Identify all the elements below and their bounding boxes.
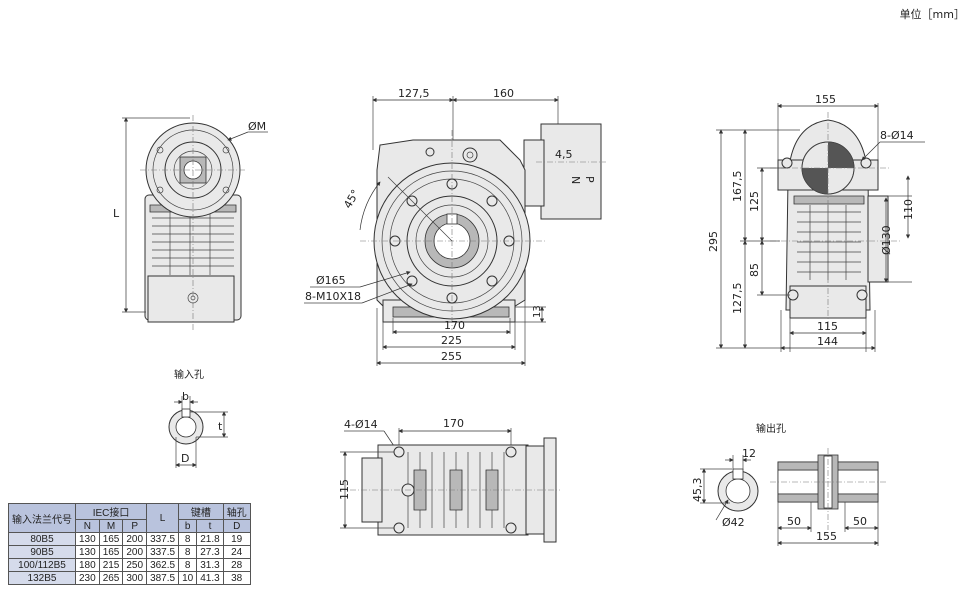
table-row: 100/112B5 180 215 250 362.5 8 31.3 28 [8, 558, 251, 572]
table-cell: 31.3 [196, 558, 224, 572]
dim-holes-8-phi14: 8-Ø14 [880, 129, 914, 142]
table-cell: 132B5 [8, 571, 76, 585]
dim-225: 225 [441, 334, 462, 347]
dim-85: 85 [748, 263, 761, 277]
input-hole-view: 输入孔 b t D [168, 368, 228, 468]
dim-13: 13 [532, 305, 543, 318]
table-cell: 38 [222, 571, 251, 585]
header-P: P [122, 519, 148, 533]
table-cell: 130 [75, 545, 100, 559]
header-iec: IEC接口 [74, 503, 148, 520]
input-dim-b: b [182, 390, 189, 403]
right-view: 155 8-Ø14 295 167,5 127, [707, 93, 925, 352]
front-view: 127,5 160 4,5 N P [304, 87, 606, 366]
dim-r-155: 155 [815, 93, 836, 106]
table-row: 132B5 230 265 300 387.5 10 41.3 38 [8, 571, 251, 585]
table-cell: 8 [178, 532, 198, 546]
dim-295: 295 [707, 231, 720, 252]
table-cell: 27.3 [196, 545, 224, 559]
table-cell: 200 [122, 545, 148, 559]
table-cell: 8 [178, 545, 198, 559]
dim-160: 160 [493, 87, 514, 100]
output-dim-12: 12 [742, 447, 756, 460]
table-cell: 19 [222, 532, 251, 546]
table-cell: 215 [98, 558, 124, 572]
table-cell: 387.5 [146, 571, 180, 585]
table-cell: 24 [222, 545, 251, 559]
bottom-dim-115: 115 [338, 479, 351, 500]
table-row: 80B5 130 165 200 337.5 8 21.8 19 [8, 532, 251, 546]
table-cell: 130 [75, 532, 100, 546]
output-dim-155: 155 [816, 530, 837, 543]
header-keyway: 键槽 [178, 503, 224, 520]
label-P: P [583, 176, 596, 183]
input-dim-t: t [218, 420, 223, 433]
header-b: b [178, 519, 198, 533]
header-N: N [75, 519, 100, 533]
output-dim-45-3: 45,3 [691, 478, 704, 503]
bottom-view: 170 4-Ø14 115 [338, 417, 560, 543]
dim-4-5: 4,5 [555, 148, 573, 161]
unit-label: 单位［mm］ [899, 8, 965, 21]
dim-holes-8-m10x18: 8-M10X18 [305, 290, 361, 303]
table-cell: 300 [122, 571, 148, 585]
dim-170: 170 [444, 319, 465, 332]
table-cell: 165 [98, 545, 124, 559]
table-cell: 362.5 [146, 558, 180, 572]
output-dim-50-right: 50 [853, 515, 867, 528]
dim-125: 125 [748, 191, 761, 212]
table-cell: 41.3 [196, 571, 224, 585]
dim-110: 110 [902, 199, 915, 220]
dim-phi130: Ø130 [880, 225, 893, 255]
table-cell: 10 [178, 571, 198, 585]
output-dim-50-left: 50 [787, 515, 801, 528]
table-cell: 250 [122, 558, 148, 572]
input-dim-D: D [181, 452, 189, 465]
dim-115: 115 [817, 320, 838, 333]
bottom-dim-4-phi14: 4-Ø14 [344, 418, 378, 431]
dim-r-127-5: 127,5 [731, 283, 744, 315]
output-dim-phi42: Ø42 [722, 516, 745, 529]
table-cell: 165 [98, 532, 124, 546]
header-t: t [196, 519, 224, 533]
dim-phiM: ØM [248, 120, 266, 133]
dim-127-5: 127,5 [398, 87, 430, 100]
output-hole-view: 输出孔 12 45,3 Ø42 50 50 155 [691, 422, 888, 546]
table-cell: 8 [178, 558, 198, 572]
table-cell: 100/112B5 [8, 558, 76, 572]
dim-255: 255 [441, 350, 462, 363]
table-row: 90B5 130 165 200 337.5 8 27.3 24 [8, 545, 251, 559]
side-view: L ØM [113, 115, 268, 330]
input-hole-title: 输入孔 [174, 368, 204, 381]
spec-table: 输入法兰代号 IEC接口 L 键槽 轴孔 N M P b t D 80B5 13… [8, 503, 251, 585]
table-cell: 180 [75, 558, 100, 572]
dim-angle-45: 45° [341, 187, 362, 210]
dim-167-5: 167,5 [731, 171, 744, 203]
table-cell: 80B5 [8, 532, 76, 546]
right-view-fins [793, 195, 865, 280]
header-L: L [146, 503, 180, 533]
table-cell: 337.5 [146, 545, 180, 559]
table-cell: 28 [222, 558, 251, 572]
header-bore: 轴孔 [222, 503, 251, 520]
output-hole-title: 输出孔 [756, 422, 786, 435]
header-M: M [98, 519, 124, 533]
label-N: N [569, 176, 582, 184]
dim-L: L [113, 207, 120, 220]
table-cell: 337.5 [146, 532, 180, 546]
header-D: D [222, 519, 251, 533]
table-cell: 21.8 [196, 532, 224, 546]
table-cell: 90B5 [8, 545, 76, 559]
dim-phi165: Ø165 [316, 274, 346, 287]
dim-144: 144 [817, 335, 838, 348]
table-cell: 265 [98, 571, 124, 585]
header-flange-code: 输入法兰代号 [8, 503, 76, 533]
table-cell: 230 [75, 571, 100, 585]
table-cell: 200 [122, 532, 148, 546]
bottom-dim-170: 170 [443, 417, 464, 430]
